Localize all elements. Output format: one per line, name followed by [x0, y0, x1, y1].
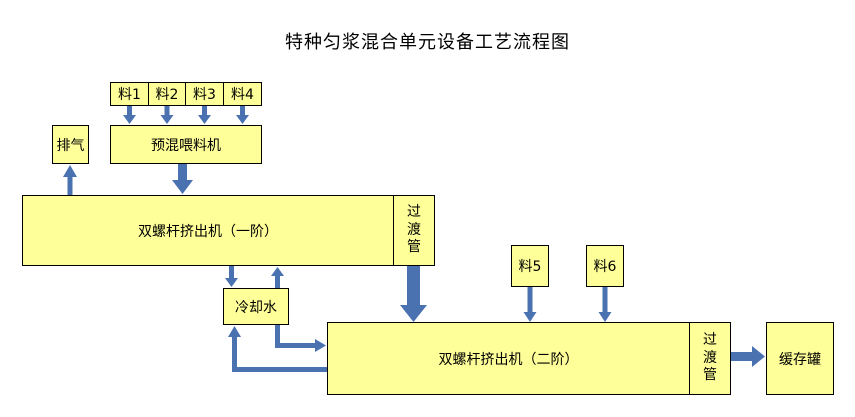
cooling-water-label: 冷却水 — [235, 299, 277, 316]
page-title: 特种匀浆混合单元设备工艺流程图 — [285, 32, 570, 53]
transition-pipe-1-char-3: 管 — [407, 239, 421, 256]
premix-feeder-label: 预混喂料机 — [151, 137, 221, 154]
arrow-material-2-to-feeder — [160, 106, 174, 124]
extruder-stage1-label: 双螺杆挤出机（一阶） — [138, 223, 278, 240]
transition-pipe-1-char-2: 渡 — [407, 221, 421, 238]
material-4-box: 料4 — [223, 82, 262, 106]
arrow-extruder1-to-exhaust — [63, 165, 77, 195]
material-6-label: 料6 — [593, 259, 617, 275]
material-1-label: 料1 — [118, 87, 141, 103]
material-5-label: 料5 — [518, 259, 542, 275]
arrow-material-3-to-feeder — [198, 106, 211, 124]
arrow-extruder2-return-to-cooling — [228, 326, 327, 372]
exhaust-label: 排气 — [56, 137, 85, 154]
material-5-box: 料5 — [511, 245, 549, 287]
material-3-box: 料3 — [185, 82, 224, 106]
arrow-material-5-to-extruder2 — [523, 287, 537, 322]
transition-pipe-1-box: 过 渡 管 — [393, 195, 435, 266]
arrow-transition1-to-extruder2 — [400, 266, 427, 322]
material-3-label: 料3 — [193, 87, 216, 103]
arrow-material-6-to-extruder2 — [598, 287, 612, 322]
premix-feeder-box: 预混喂料机 — [110, 125, 262, 164]
arrow-extruder1-to-cooling — [225, 266, 238, 287]
transition-pipe-1-char-1: 过 — [407, 204, 421, 221]
arrow-cooling-to-extruder2 — [275, 325, 326, 352]
material-2-label: 料2 — [155, 87, 179, 103]
transition-pipe-2-char-1: 过 — [703, 332, 717, 349]
arrow-feeder-to-extruder1 — [172, 164, 193, 194]
transition-pipe-2-char-2: 渡 — [703, 349, 717, 366]
transition-pipe-2-box: 过 渡 管 — [689, 322, 731, 395]
cooling-water-box: 冷却水 — [223, 288, 289, 325]
transition-pipe-2-char-3: 管 — [703, 367, 717, 384]
material-4-label: 料4 — [231, 87, 254, 103]
buffer-tank-label: 缓存罐 — [779, 351, 821, 368]
material-6-box: 料6 — [586, 245, 624, 287]
arrow-material-1-to-feeder — [123, 106, 136, 124]
exhaust-box: 排气 — [52, 125, 89, 164]
arrow-material-4-to-feeder — [236, 106, 249, 124]
buffer-tank-box: 缓存罐 — [766, 322, 834, 395]
extruder-stage1-box: 双螺杆挤出机（一阶） — [22, 195, 394, 266]
arrow-cooling-to-extruder1 — [271, 267, 284, 288]
arrow-transition2-to-buffer-tank — [731, 346, 765, 367]
extruder-stage2-label: 双螺杆挤出机（二阶） — [438, 351, 579, 368]
